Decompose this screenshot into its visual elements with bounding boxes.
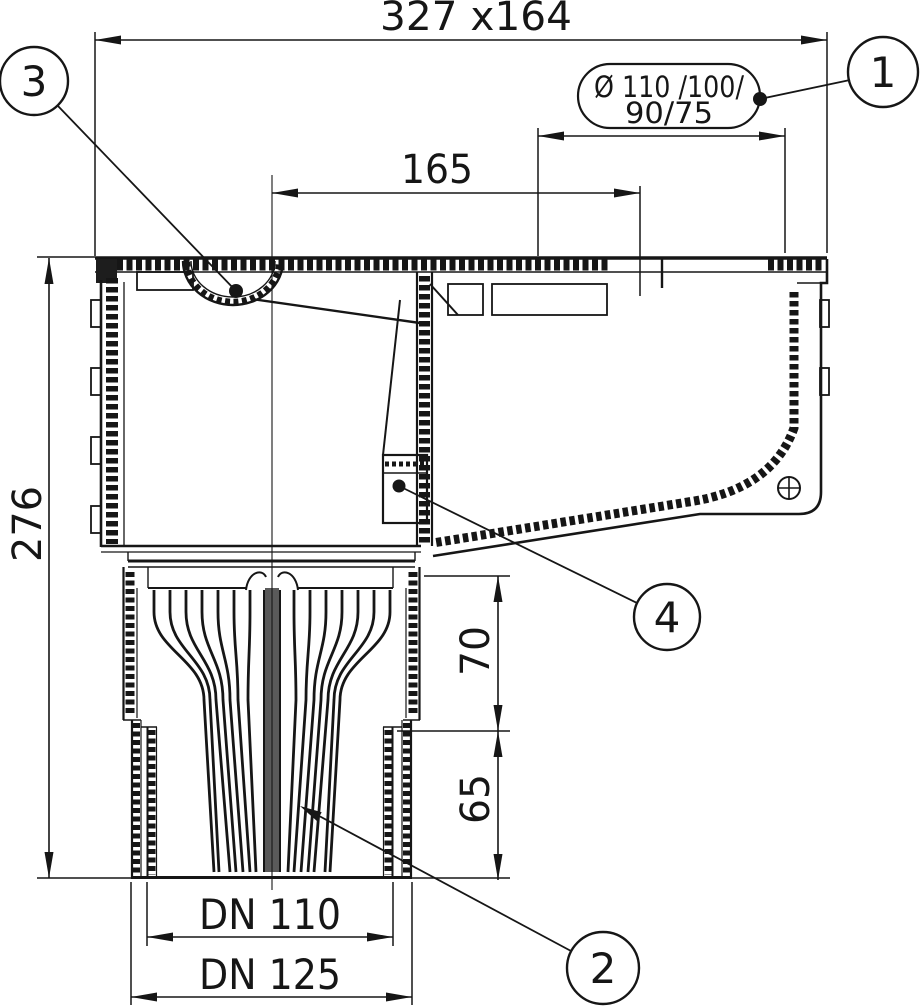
dim-dn110-label: DN 110 xyxy=(199,890,341,939)
arrow-down-icon xyxy=(493,854,503,880)
flange xyxy=(95,256,827,291)
arrow-up-icon xyxy=(493,576,503,602)
arrow-down-icon xyxy=(493,705,503,731)
callout-1-number: 1 xyxy=(870,48,897,97)
flap-box xyxy=(381,453,429,525)
callout-3: 3 xyxy=(0,45,243,298)
rib xyxy=(90,505,102,534)
arrow-left-icon xyxy=(272,188,298,198)
oval-label-line1: Ø 110 /100/ xyxy=(594,70,744,104)
rim-curl xyxy=(245,571,267,591)
dim-65-label: 65 xyxy=(453,774,499,824)
callout-4: 4 xyxy=(392,479,702,652)
oval-label-line2: 90/75 xyxy=(625,96,713,130)
dim-overall-label: 327 x164 xyxy=(380,0,572,40)
callout-4-number: 4 xyxy=(654,593,681,642)
rib xyxy=(819,299,830,328)
callout-1: 1 xyxy=(753,35,920,109)
leader-dot xyxy=(392,479,406,493)
callout-circle-4 xyxy=(632,582,702,652)
callout-3-number: 3 xyxy=(21,57,48,106)
dimension-inlet-offset: 165 xyxy=(272,147,641,296)
left-chamber xyxy=(90,260,421,553)
partition-wall xyxy=(381,272,459,546)
rib xyxy=(90,367,102,396)
dim-276-label: 276 xyxy=(5,486,51,562)
arrow-up-icon xyxy=(44,258,54,284)
right-chamber xyxy=(432,259,830,558)
screw-icon xyxy=(777,476,801,500)
rim-curl xyxy=(277,571,299,591)
rib xyxy=(819,367,830,396)
arrow-right-icon xyxy=(367,932,393,942)
dim-70-label: 70 xyxy=(453,626,499,676)
leader-dot xyxy=(229,284,243,298)
arrow-right-icon xyxy=(759,131,785,141)
bowl-slope xyxy=(251,297,421,325)
dimension-total-height: 276 xyxy=(5,256,131,879)
baffle-guide xyxy=(382,299,401,456)
dimension-diameter-range: Ø 110 /100/ 90/75 xyxy=(537,62,786,256)
rib xyxy=(90,299,102,328)
arrow-right-icon xyxy=(801,35,827,45)
leader-arrow-icon xyxy=(300,806,322,821)
arrow-left-icon xyxy=(538,131,564,141)
leader-dot xyxy=(753,92,767,106)
arrow-left-icon xyxy=(95,35,121,45)
arrow-right-icon xyxy=(386,992,412,1002)
flange-end-cap xyxy=(96,259,117,283)
dim-165-label: 165 xyxy=(401,147,473,193)
arrow-right-icon xyxy=(614,188,640,198)
arrow-left-icon xyxy=(131,992,157,1002)
outer-shell xyxy=(432,259,829,558)
dimension-70-65: 70 65 xyxy=(397,575,510,880)
rib xyxy=(90,436,102,465)
inner-wall xyxy=(432,292,799,548)
outlet-assembly xyxy=(122,552,421,879)
callout-circle-2 xyxy=(565,930,641,1006)
callout-2-number: 2 xyxy=(590,944,617,993)
callout-2: 2 xyxy=(300,806,641,1006)
callout-circle-1 xyxy=(846,35,920,109)
callout-circle-3 xyxy=(0,45,70,117)
arrow-left-icon xyxy=(147,932,173,942)
arrow-down-icon xyxy=(44,852,54,878)
dimension-outlets: DN 110 DN 125 xyxy=(130,882,413,1005)
arrow-up-icon xyxy=(493,731,503,757)
dim-dn125-label: DN 125 xyxy=(199,950,341,999)
trap-dome-outer xyxy=(181,260,285,307)
